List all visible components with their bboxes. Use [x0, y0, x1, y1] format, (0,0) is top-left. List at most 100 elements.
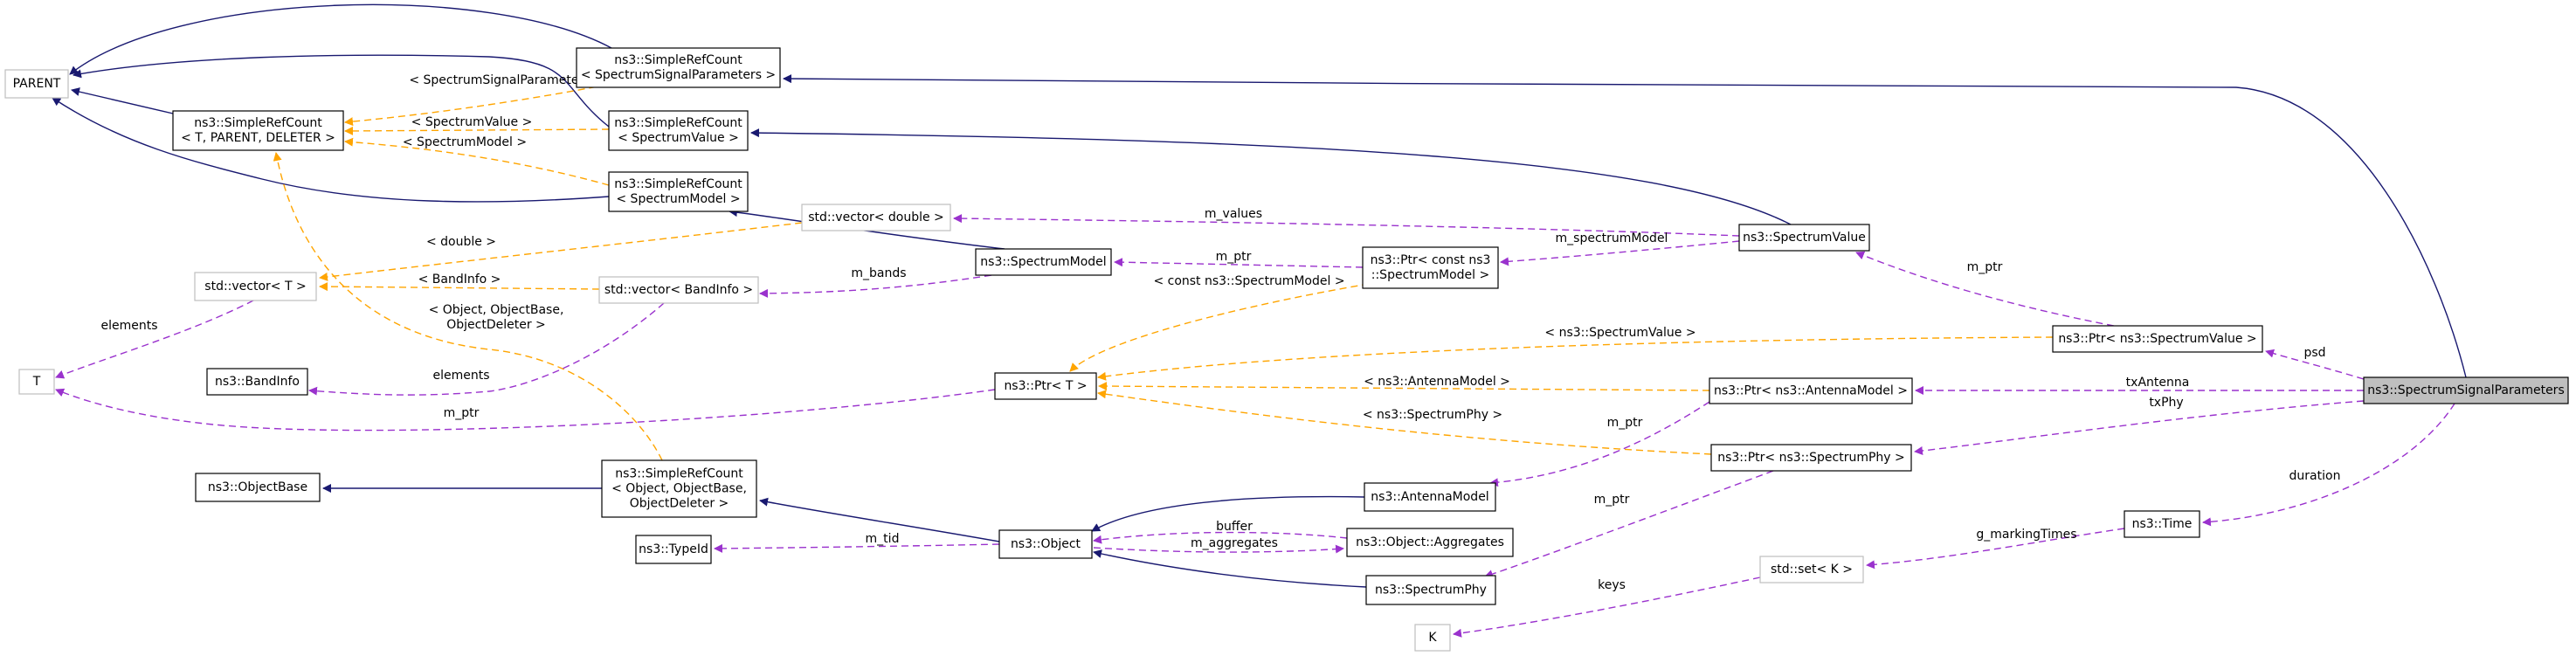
edge-usage — [2202, 403, 2455, 527]
node-aggregates[interactable]: ns3::Object::Aggregates — [1346, 528, 1514, 557]
edge-usage — [953, 214, 1740, 237]
edge-usage — [1093, 531, 1348, 544]
node-parent[interactable]: PARENT — [4, 69, 69, 99]
edge-usage — [308, 302, 665, 396]
node-set-k[interactable]: std::set< K > — [1759, 556, 1864, 583]
edge-usage — [1914, 400, 2365, 455]
node-spectrummodel[interactable]: ns3::SpectrumModel — [975, 248, 1112, 276]
node-ptr-am[interactable]: ns3::Ptr< ns3::AntennaModel > — [1709, 377, 1913, 404]
node-box — [1365, 575, 1496, 605]
node-label: < SpectrumValue > — [618, 131, 739, 145]
node-src-obj[interactable]: ns3::SimpleRefCount< Object, ObjectBase,… — [601, 459, 757, 518]
node-box — [994, 372, 1097, 400]
edge-label: m_ptr — [444, 406, 480, 420]
edge-template — [1069, 283, 1370, 372]
node-box — [1709, 377, 1913, 404]
node-src-ssp[interactable]: ns3::SimpleRefCount< SpectrumSignalParam… — [576, 47, 781, 88]
node-k[interactable]: K — [1414, 624, 1451, 652]
node-t[interactable]: T — [18, 369, 55, 395]
edge-label: < SpectrumSignalParameters > — [409, 73, 604, 87]
edge-usage — [759, 274, 992, 298]
edge-label: elements — [100, 319, 157, 333]
node-box — [975, 248, 1112, 276]
edge-label: < ns3::SpectrumValue > — [1544, 326, 1695, 340]
node-box — [2052, 325, 2263, 353]
edge-label: ObjectDeleter > — [446, 318, 546, 332]
edge-usage — [55, 388, 996, 432]
node-src-sm[interactable]: ns3::SimpleRefCount< SpectrumModel > — [608, 171, 749, 212]
edge-inherit — [73, 54, 610, 128]
node-box — [2124, 510, 2200, 538]
node-label: ObjectDeleter > — [630, 497, 729, 511]
node-vec-t[interactable]: std::vector< T > — [194, 272, 317, 301]
edge-inherit — [52, 97, 610, 203]
edge-usage — [1500, 240, 1740, 266]
edge-label: g_markingTimes — [1976, 528, 2076, 542]
node-box — [194, 272, 317, 301]
edge-inherit — [759, 497, 1000, 542]
node-spectrumphy[interactable]: ns3::SpectrumPhy — [1365, 575, 1496, 605]
node-ptr-sv[interactable]: ns3::Ptr< ns3::SpectrumValue > — [2052, 325, 2263, 353]
edge-inherit — [1093, 549, 1367, 588]
edge-usage — [55, 300, 254, 379]
node-bandinfo[interactable]: ns3::BandInfo — [206, 368, 308, 396]
edge-label: < SpectrumModel > — [403, 135, 527, 149]
node-box — [1346, 528, 1514, 557]
node-vec-bandinfo[interactable]: std::vector< BandInfo > — [598, 276, 759, 304]
edge-label: < ns3::AntennaModel > — [1364, 375, 1510, 389]
node-label: std::vector< BandInfo > — [604, 283, 753, 297]
edge-usage — [1855, 251, 2115, 327]
node-box — [18, 369, 55, 395]
node-label: ns3::Ptr< ns3::SpectrumValue > — [2058, 332, 2256, 346]
node-vec-double[interactable]: std::vector< double > — [801, 204, 951, 231]
node-src-tpd[interactable]: ns3::SimpleRefCount< T, PARENT, DELETER … — [172, 110, 344, 151]
node-label: std::set< K > — [1771, 563, 1853, 577]
edge-label: < const ns3::SpectrumModel > — [1153, 274, 1344, 288]
node-label: ns3::Object — [1011, 537, 1081, 551]
node-src-sv[interactable]: ns3::SimpleRefCount< SpectrumValue > — [608, 110, 749, 151]
node-label: ns3::SpectrumSignalParameters — [2367, 383, 2564, 397]
node-box — [1759, 556, 1864, 583]
edge-usage — [2265, 349, 2365, 380]
node-label: ns3::SpectrumPhy — [1375, 583, 1487, 597]
edge-template — [344, 126, 610, 135]
node-label: ns3::BandInfo — [215, 375, 300, 389]
edge-inherit — [750, 128, 1792, 225]
node-box — [576, 47, 781, 88]
node-label: < Object, ObjectBase, — [611, 482, 747, 496]
node-typeid[interactable]: ns3::TypeId — [635, 535, 712, 564]
node-label: ns3::Time — [2132, 517, 2193, 531]
node-label: T — [32, 375, 41, 389]
node-spectrumvalue[interactable]: ns3::SpectrumValue — [1738, 224, 1870, 252]
edge-label: txAntenna — [2126, 376, 2190, 390]
node-label: ns3::Object::Aggregates — [1356, 535, 1504, 549]
node-ptr-sp[interactable]: ns3::Ptr< ns3::SpectrumPhy > — [1710, 444, 1912, 472]
node-ptr-t[interactable]: ns3::Ptr< T > — [994, 372, 1097, 400]
node-label: ns3::TypeId — [639, 542, 708, 556]
node-box — [635, 535, 712, 564]
node-box — [1414, 624, 1451, 652]
node-objectbase[interactable]: ns3::ObjectBase — [195, 473, 321, 502]
node-box — [195, 473, 321, 502]
edge-usage — [1489, 401, 1710, 487]
node-box — [598, 276, 759, 304]
edge-usage — [1866, 528, 2125, 570]
edge-usage — [714, 543, 1000, 553]
edge-label: < ns3::SpectrumPhy > — [1363, 408, 1502, 422]
node-label: ns3::Ptr< ns3::AntennaModel > — [1714, 384, 1908, 398]
node-object[interactable]: ns3::Object — [998, 529, 1093, 559]
node-box — [801, 204, 951, 231]
node-label: ns3::ObjectBase — [208, 480, 307, 494]
edge-label: buffer — [1216, 520, 1253, 534]
node-ptr-csm[interactable]: ns3::Ptr< const ns3::SpectrumModel > — [1362, 246, 1499, 289]
node-time[interactable]: ns3::Time — [2124, 510, 2200, 538]
edge-template — [1097, 390, 1712, 455]
edge-label: m_values — [1205, 207, 1262, 221]
node-box — [1362, 246, 1499, 289]
node-label: < SpectrumSignalParameters > — [581, 68, 776, 82]
edge-labels-layer: < SpectrumSignalParameters > < SpectrumVa… — [100, 73, 2340, 592]
node-box — [172, 110, 344, 151]
node-ssp[interactable]: ns3::SpectrumSignalParameters — [2363, 376, 2569, 404]
node-antennamodel[interactable]: ns3::AntennaModel — [1364, 482, 1496, 512]
